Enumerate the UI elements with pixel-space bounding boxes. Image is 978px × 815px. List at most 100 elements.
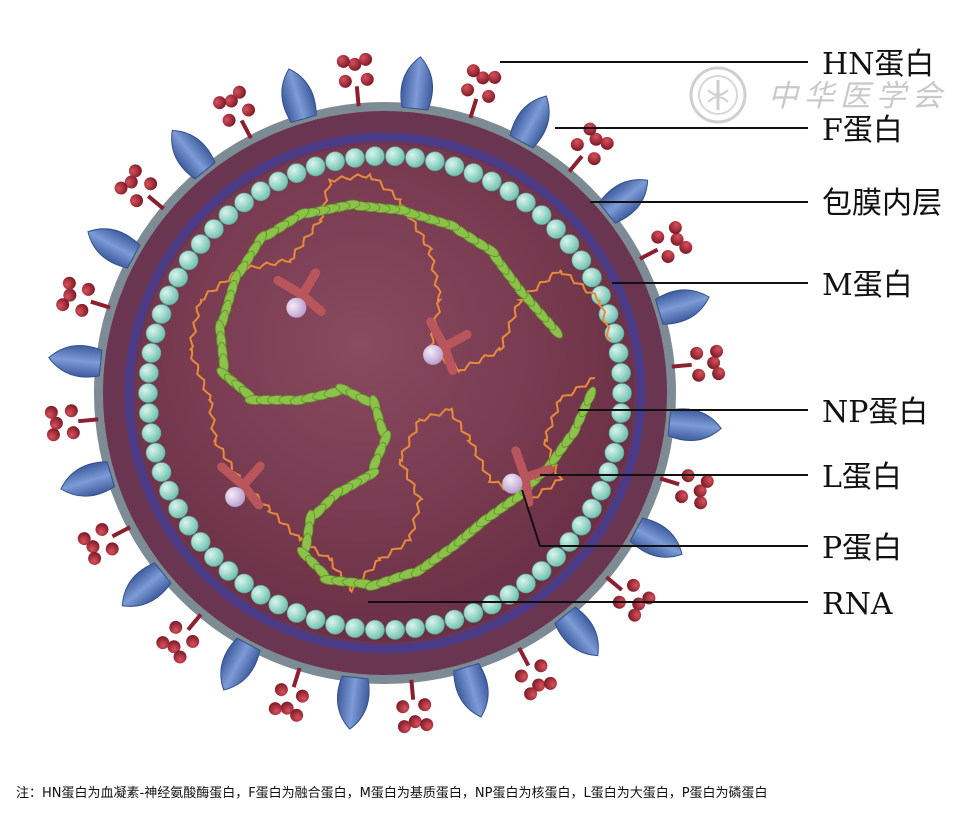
m-protein-bead — [145, 442, 166, 463]
f-protein-spike — [509, 95, 550, 149]
m-protein-bead — [516, 192, 536, 213]
m-protein-bead — [365, 619, 385, 640]
m-protein-bead — [481, 171, 502, 192]
m-protein-bead — [571, 515, 592, 536]
m-protein-bead — [234, 573, 254, 594]
f-protein-spike — [171, 129, 216, 180]
m-protein-bead — [571, 250, 592, 271]
m-protein-bead — [305, 609, 326, 630]
m-protein-bead — [268, 171, 289, 192]
f-protein-spike — [453, 662, 489, 718]
m-protein-bead — [234, 192, 254, 213]
m-protein-bead — [218, 205, 239, 225]
m-protein-bead — [444, 156, 465, 177]
label-rna: RNA — [822, 587, 893, 622]
l-p-protein-complex — [273, 268, 326, 318]
hn-protein-cluster — [77, 522, 132, 565]
m-protein-ring — [138, 146, 632, 640]
l-protein — [426, 317, 472, 376]
hn-protein-cluster — [114, 164, 165, 211]
m-protein-bead — [250, 181, 271, 201]
hn-protein-cluster — [396, 679, 434, 734]
leader-lines — [368, 61, 808, 603]
m-protein-bead — [608, 423, 629, 443]
f-protein-spike — [667, 408, 722, 442]
m-protein-bead — [325, 151, 345, 172]
label-f-protein: F蛋白 — [822, 113, 903, 148]
m-protein-bead — [139, 403, 159, 423]
m-protein-bead — [481, 594, 502, 615]
np-protein-chain — [214, 199, 597, 591]
m-protein-bead — [582, 267, 602, 288]
m-protein-bead — [559, 234, 580, 254]
hn-protein-cluster — [671, 344, 726, 382]
f-protein-spike — [220, 637, 261, 691]
f-protein-spike — [87, 228, 141, 269]
m-protein-bead — [405, 618, 425, 638]
m-protein-bead — [463, 163, 484, 183]
m-protein-bead — [425, 614, 445, 635]
watermark: 中华医学会 — [689, 66, 948, 124]
m-protein-bead — [385, 619, 405, 640]
hn-protein-clusters — [44, 52, 726, 734]
m-protein-bead — [204, 547, 224, 567]
hn-protein-cluster — [213, 85, 256, 140]
m-protein-bead — [546, 547, 566, 567]
m-protein-bead — [168, 267, 188, 288]
m-protein-bead — [591, 285, 611, 306]
m-protein-bead — [151, 462, 172, 482]
l-p-protein-complex — [502, 446, 554, 507]
m-protein-bead — [190, 234, 211, 254]
m-protein-bead — [608, 343, 629, 363]
m-protein-bead — [611, 363, 631, 383]
m-protein-bead — [516, 573, 536, 594]
m-protein-bead — [531, 205, 552, 225]
m-protein-bead — [499, 181, 520, 201]
m-protein-bead — [611, 403, 631, 423]
l-protein — [273, 268, 326, 316]
l-p-protein-complexes — [217, 268, 554, 510]
f-protein-spike — [629, 517, 683, 558]
hn-protein-cluster — [567, 122, 614, 173]
m-protein-bead — [604, 442, 625, 463]
m-protein-bead — [178, 515, 199, 536]
label-l-protein: L蛋白 — [822, 460, 902, 495]
m-protein-bead — [145, 323, 166, 344]
f-protein-spike — [654, 289, 710, 325]
m-protein-bead — [325, 614, 345, 635]
p-protein — [286, 297, 307, 318]
hn-protein-cluster — [336, 52, 374, 107]
f-protein-spike — [121, 562, 172, 607]
f-protein-spike — [48, 344, 103, 378]
leader-line-p — [521, 489, 808, 547]
m-protein-bead — [559, 532, 580, 552]
m-protein-bead — [141, 343, 162, 363]
virus-core — [136, 144, 634, 642]
label-p-protein: P蛋白 — [822, 531, 902, 566]
m-protein-bead — [582, 498, 602, 519]
m-protein-bead — [178, 250, 199, 271]
f-protein-spike — [281, 68, 317, 124]
m-protein-bead — [425, 151, 445, 172]
watermark-text: 中华医学会 — [768, 79, 948, 114]
m-protein-bead — [151, 304, 172, 324]
m-protein-bead — [159, 285, 179, 306]
hn-protein-cluster — [659, 469, 714, 510]
m-protein-bead — [305, 156, 326, 177]
hn-protein-cluster — [461, 64, 502, 119]
m-protein-bead — [385, 146, 405, 166]
l-p-protein-complex — [423, 317, 472, 376]
m-protein-bead — [591, 480, 611, 501]
m-protein-bead — [286, 163, 307, 183]
m-protein-bead — [598, 462, 619, 482]
envelope-inner-layer — [124, 132, 646, 654]
m-protein-bead — [405, 148, 425, 168]
f-protein-spike — [60, 461, 116, 497]
l-protein — [511, 446, 554, 507]
labels: HN蛋白 F蛋白 包膜内层 M蛋白 NP蛋白 L蛋白 P蛋白 RNA — [822, 47, 942, 622]
m-protein-bead — [218, 561, 239, 581]
m-protein-bead — [139, 363, 159, 383]
m-protein-bead — [168, 498, 188, 519]
m-protein-bead — [444, 609, 465, 630]
hn-protein-cluster — [268, 667, 309, 722]
